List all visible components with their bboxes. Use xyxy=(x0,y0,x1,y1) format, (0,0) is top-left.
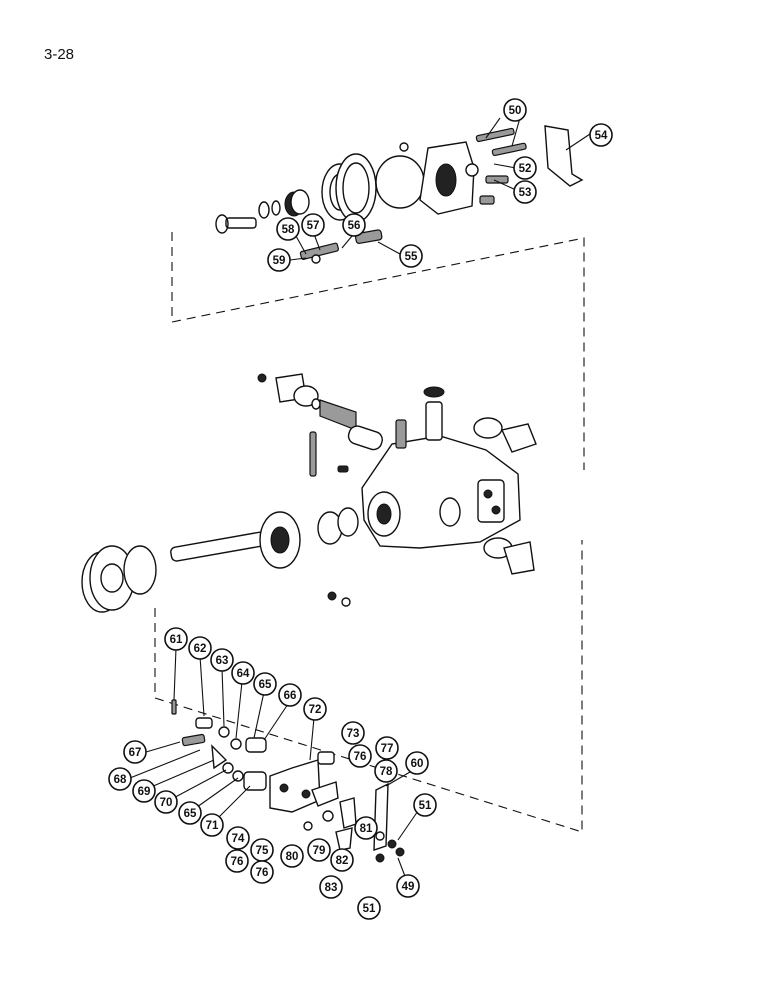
svg-text:56: 56 xyxy=(348,220,361,232)
svg-text:55: 55 xyxy=(405,251,418,263)
callout-67: 67 xyxy=(123,740,147,764)
callout-82: 82 xyxy=(330,848,354,872)
callout-61: 61 xyxy=(164,627,188,651)
svg-text:49: 49 xyxy=(402,881,415,893)
callout-65-upper: 65 xyxy=(253,672,277,696)
callout-51-bottom: 51 xyxy=(357,896,381,920)
callout-60: 60 xyxy=(405,751,429,775)
callout-81: 81 xyxy=(354,816,378,840)
svg-text:81: 81 xyxy=(360,823,373,835)
svg-text:76: 76 xyxy=(256,867,269,879)
svg-text:80: 80 xyxy=(286,851,299,863)
callout-74: 74 xyxy=(226,826,250,850)
callout-76-lower: 76 xyxy=(250,860,274,884)
svg-text:77: 77 xyxy=(381,743,394,755)
callout-68: 68 xyxy=(108,767,132,791)
drive-shaft-group xyxy=(81,507,359,613)
svg-text:73: 73 xyxy=(347,728,360,740)
svg-text:69: 69 xyxy=(138,786,151,798)
pump-housing-group xyxy=(257,373,537,607)
svg-text:83: 83 xyxy=(325,882,338,894)
callout-70: 70 xyxy=(154,790,178,814)
svg-text:76: 76 xyxy=(231,856,244,868)
svg-text:62: 62 xyxy=(194,643,207,655)
callout-83: 83 xyxy=(319,875,343,899)
callout-50: 50 xyxy=(503,98,527,122)
callout-73: 73 xyxy=(341,721,365,745)
svg-text:58: 58 xyxy=(282,224,295,236)
callout-75: 75 xyxy=(250,838,274,862)
svg-text:57: 57 xyxy=(307,220,320,232)
svg-text:61: 61 xyxy=(170,634,183,646)
callout-65-lower: 65 xyxy=(178,801,202,825)
svg-text:54: 54 xyxy=(595,130,608,142)
callout-69: 69 xyxy=(132,779,156,803)
callout-79: 79 xyxy=(307,838,331,862)
callout-71: 71 xyxy=(200,813,224,837)
svg-text:63: 63 xyxy=(216,655,229,667)
callout-64: 64 xyxy=(231,661,255,685)
callout-55: 55 xyxy=(399,244,423,268)
svg-text:76: 76 xyxy=(354,751,367,763)
svg-text:66: 66 xyxy=(284,690,297,702)
svg-text:67: 67 xyxy=(129,747,142,759)
callout-80: 80 xyxy=(280,844,304,868)
callout-76-middle: 76 xyxy=(225,849,249,873)
callout-59: 59 xyxy=(267,248,291,272)
callout-54: 54 xyxy=(589,123,613,147)
callout-51-right: 51 xyxy=(413,793,437,817)
callout-63: 63 xyxy=(210,648,234,672)
svg-text:51: 51 xyxy=(419,800,432,812)
svg-text:82: 82 xyxy=(336,855,349,867)
callout-72: 72 xyxy=(303,697,327,721)
callout-76-upper: 76 xyxy=(348,744,372,768)
svg-text:70: 70 xyxy=(160,797,173,809)
svg-text:65: 65 xyxy=(259,679,272,691)
lower-assembly-boundary xyxy=(154,540,583,833)
callout-58: 58 xyxy=(276,217,300,241)
upper-assembly-boundary xyxy=(171,232,585,470)
svg-text:52: 52 xyxy=(519,163,532,175)
callout-62: 62 xyxy=(188,636,212,660)
callout-56: 56 xyxy=(342,213,366,237)
callouts: 50 54 52 53 56 57 58 55 59 61 62 63 64 6… xyxy=(108,98,613,920)
svg-text:59: 59 xyxy=(273,255,286,267)
svg-text:53: 53 xyxy=(519,187,532,199)
svg-text:78: 78 xyxy=(380,766,393,778)
svg-text:51: 51 xyxy=(363,903,376,915)
svg-text:68: 68 xyxy=(114,774,127,786)
callout-78: 78 xyxy=(374,759,398,783)
page-number: 3-28 xyxy=(44,46,75,63)
svg-text:60: 60 xyxy=(411,758,424,770)
svg-text:72: 72 xyxy=(309,704,322,716)
callout-66: 66 xyxy=(278,683,302,707)
callout-57: 57 xyxy=(301,213,325,237)
callout-53: 53 xyxy=(513,180,537,204)
svg-text:75: 75 xyxy=(256,845,269,857)
svg-text:74: 74 xyxy=(232,833,245,845)
callout-49: 49 xyxy=(396,874,420,898)
svg-text:71: 71 xyxy=(206,820,219,832)
callout-77: 77 xyxy=(375,736,399,760)
upper-parts-group xyxy=(215,125,584,264)
svg-text:65: 65 xyxy=(184,808,197,820)
svg-text:50: 50 xyxy=(509,105,522,117)
callout-52: 52 xyxy=(513,156,537,180)
svg-text:64: 64 xyxy=(237,668,250,680)
svg-text:79: 79 xyxy=(313,845,326,857)
